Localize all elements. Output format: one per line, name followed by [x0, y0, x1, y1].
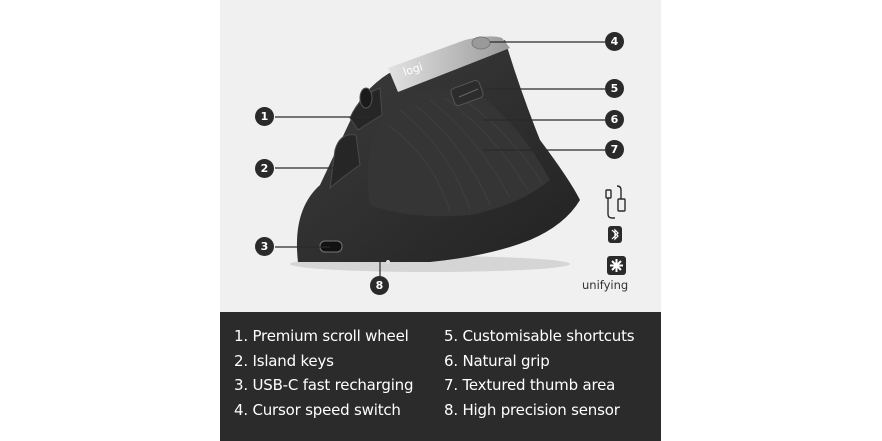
unifying-label: unifying: [582, 278, 629, 292]
callout-8: 8: [370, 276, 389, 295]
product-feature-panel: logi 1 2 3 4 5 6 7 8 unifying 1. Premium…: [220, 0, 661, 441]
feature-item: 2. Island keys: [234, 351, 334, 370]
feature-item: 8. High precision sensor: [444, 400, 620, 419]
callout-1: 1: [255, 107, 274, 126]
callout-3: 3: [255, 237, 274, 256]
callout-4: 4: [605, 32, 624, 51]
callout-5: 5: [605, 79, 624, 98]
unifying-receiver-icon: [607, 256, 626, 275]
feature-item: 1. Premium scroll wheel: [234, 327, 409, 345]
feature-item: 4. Cursor speed switch: [234, 400, 401, 419]
callout-2: 2: [255, 159, 274, 178]
feature-item: 3. USB-C fast recharging: [234, 376, 414, 394]
thumb-texture: [387, 96, 543, 213]
island-key-lower: [329, 134, 361, 190]
scroll-wheel: [359, 87, 373, 109]
features-caption: 1. Premium scroll wheel 2. Island keys 3…: [220, 312, 661, 441]
island-key-upper: [349, 87, 383, 131]
top-silver-strip: [388, 36, 510, 92]
mouse-illustration: [275, 36, 626, 277]
usb-c-cable-icon: [605, 185, 626, 219]
product-image-area: logi 1 2 3 4 5 6 7 8 unifying: [220, 0, 661, 312]
callout-6: 6: [605, 110, 624, 129]
bluetooth-icon: [608, 226, 622, 243]
cursor-speed-switch: [471, 36, 491, 50]
shortcut-divider: [458, 88, 479, 98]
features-left-column: 1. Premium scroll wheel 2. Island keys 3…: [234, 324, 413, 422]
feature-item: 5. Customisable shortcuts: [444, 327, 635, 345]
features-right-column: 5. Customisable shortcuts 6. Natural gri…: [444, 324, 635, 422]
sensor-point: [386, 260, 390, 264]
callout-7: 7: [605, 140, 624, 159]
feature-item: 6. Natural grip: [444, 351, 550, 370]
shortcut-button: [450, 80, 484, 106]
feature-item: 7. Textured thumb area: [444, 376, 616, 394]
callout-lines: [275, 41, 605, 277]
